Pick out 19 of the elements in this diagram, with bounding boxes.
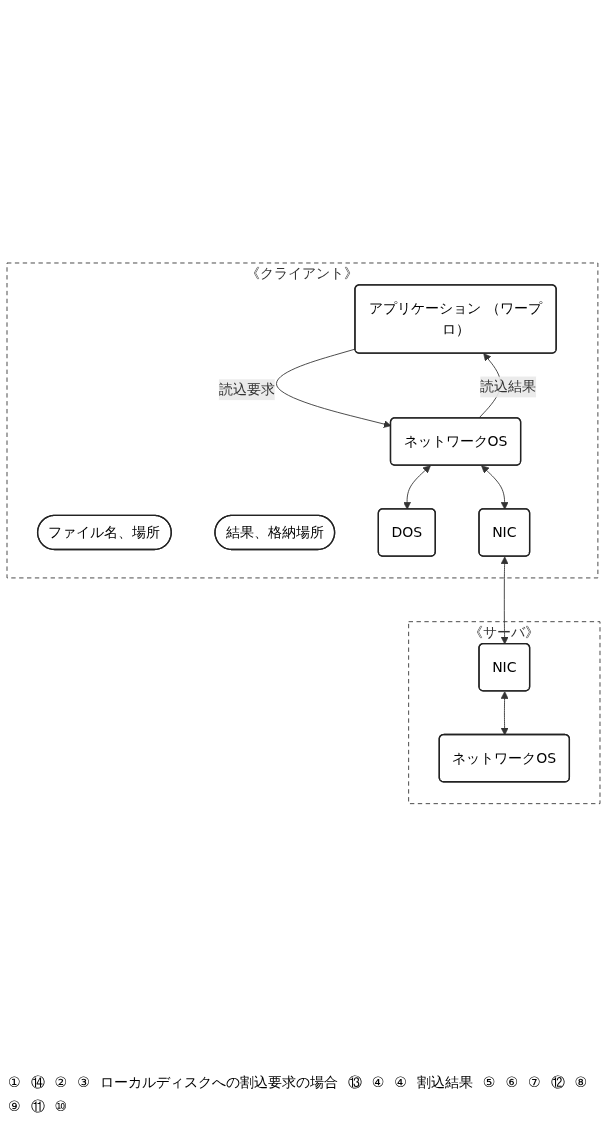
callout-number: ⑥	[505, 1074, 518, 1092]
edge-label: 読込結果	[480, 377, 537, 395]
callout-number: ①	[8, 1074, 21, 1092]
callout-number: ⑤	[482, 1074, 496, 1092]
callout-number: ⑬	[347, 1074, 362, 1092]
callout-number: ⑧	[574, 1074, 588, 1092]
callout-number: ⑫	[550, 1074, 565, 1092]
note: ローカルディスクへの割込要求の場合	[99, 1074, 338, 1092]
note: 割込結果	[416, 1074, 473, 1092]
callout-number: ⑦	[527, 1074, 541, 1092]
edge-label: 読込要求	[218, 380, 275, 398]
callout-number: ②	[54, 1074, 68, 1092]
callout-number: ⑨	[8, 1098, 21, 1116]
callout-number: ⑩	[54, 1098, 68, 1116]
callout-number: ⑭	[30, 1074, 45, 1092]
callout-number: ⑪	[30, 1098, 45, 1116]
callout-number: ④	[394, 1074, 407, 1092]
callout-number: ④	[371, 1074, 385, 1092]
callout-number: ③	[77, 1074, 90, 1092]
